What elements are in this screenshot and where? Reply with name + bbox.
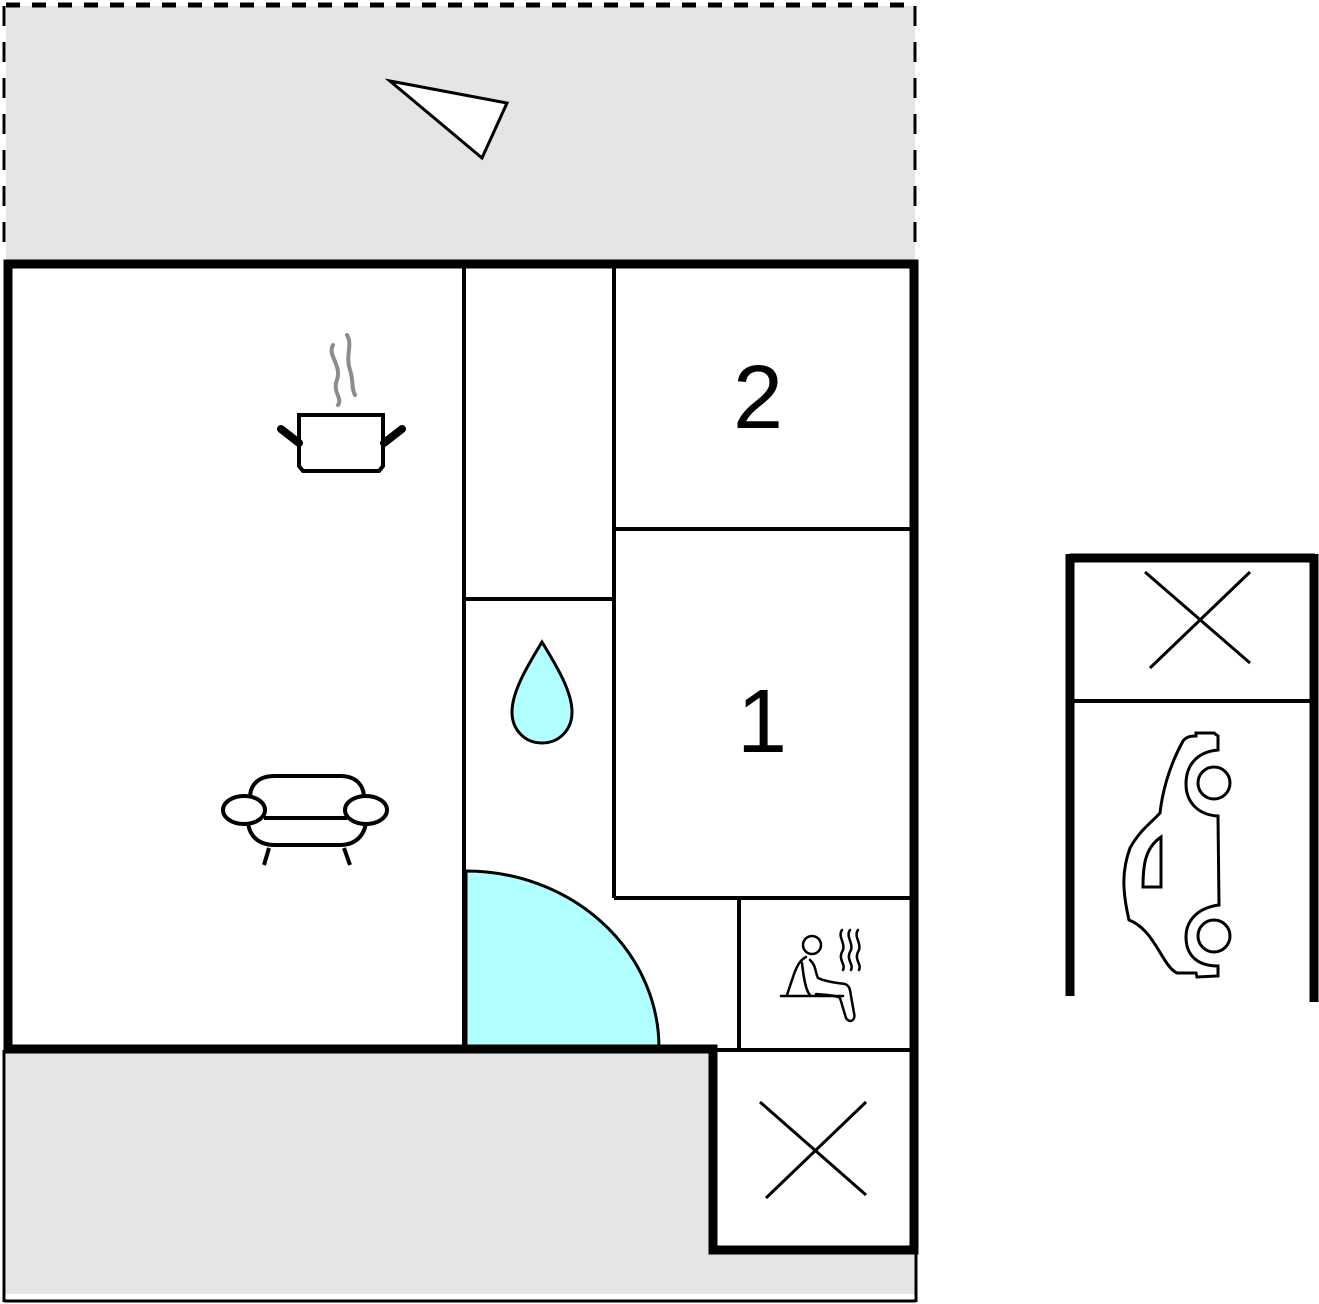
- interior-walls: [462, 264, 912, 1052]
- car-icon: [1122, 731, 1232, 979]
- sauna-icon: [779, 928, 861, 1023]
- x-mark-icon: [759, 1100, 868, 1200]
- sofa-icon: [221, 774, 389, 866]
- room-label-bedroom-1: 1: [737, 672, 787, 772]
- exterior-walls: [3, 259, 919, 1255]
- room-label-bedroom-2: 2: [733, 348, 783, 448]
- outbuilding: [1065, 553, 1319, 1002]
- shower-quarter-circle: [464, 869, 661, 1050]
- cooking-pot-icon: [277, 333, 406, 473]
- compass-north-arrow-icon: [384, 78, 510, 161]
- water-drop-icon: [510, 639, 574, 745]
- x-mark-icon: [1144, 570, 1252, 670]
